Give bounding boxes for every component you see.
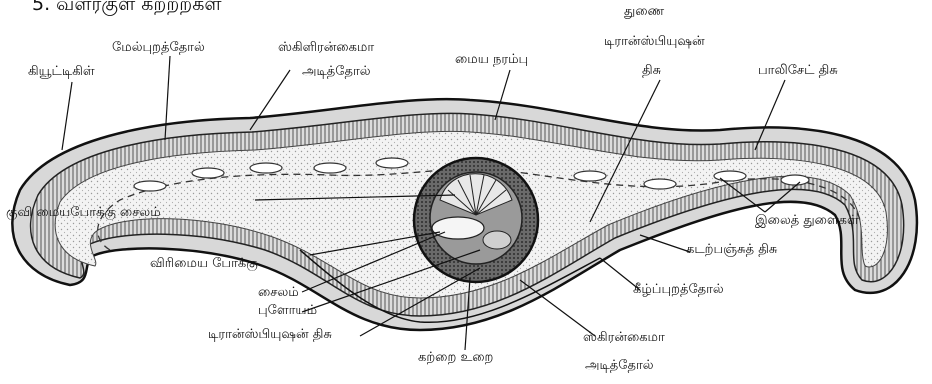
label-accessory-transfusion-line1: துணை <box>624 4 664 20</box>
leader-spongy <box>640 235 690 252</box>
label-accessory-transfusion-line3: திசு <box>642 63 661 79</box>
phloem-inner <box>483 231 511 249</box>
label-sclerenchyma-top-line2: அடித்தோல் <box>302 64 371 80</box>
stoma <box>714 171 746 181</box>
label-palisade: பாலிசேட் திசு <box>758 63 838 79</box>
label-sclerenchyma-bottom-line1: ஸ்கிரன்கைமா <box>583 330 665 346</box>
label-transfusion: டிரான்ஸ்பியுஷன் திசு <box>208 327 332 343</box>
label-sclerenchyma-top-line1: ஸ்கிளிரன்கைமா <box>278 40 374 56</box>
label-sclerenchyma-bottom-line2: அடித்தோல் <box>585 358 654 374</box>
label-endodermis: கற்றை உறை <box>418 350 493 366</box>
stoma <box>644 179 676 189</box>
label-phloem: புளோயம் <box>258 303 317 319</box>
label-upper-epidermis: மேல்புறத்தோல் <box>112 40 205 56</box>
stoma <box>574 171 606 181</box>
label-cuticle: கியூட்டிகிள் <box>28 64 95 80</box>
leader-cuticle <box>62 82 72 150</box>
label-accessory-transfusion-line2: டிரான்ஸ்பியுஷன் <box>604 34 705 50</box>
stoma <box>376 158 408 168</box>
stoma <box>314 163 346 173</box>
stoma <box>250 163 282 173</box>
label-divergent: விரிமைய போக்கு <box>150 256 258 272</box>
label-lower-epidermis: கீழ்ப்புறத்தோல் <box>633 282 724 298</box>
stoma <box>781 175 809 185</box>
label-stomata: இலைத் துளைகள் <box>755 213 859 229</box>
label-xylem: சைலம் <box>258 285 299 301</box>
label-spongy: கடற்பஞ்சுத் திசு <box>686 242 777 258</box>
label-convex-xylem: குவி மையபோக்கு சைலம் <box>6 205 161 221</box>
stoma <box>134 181 166 191</box>
phloem-patch <box>432 217 484 239</box>
label-midrib: மைய நரம்பு <box>455 52 528 68</box>
stoma <box>192 168 224 178</box>
